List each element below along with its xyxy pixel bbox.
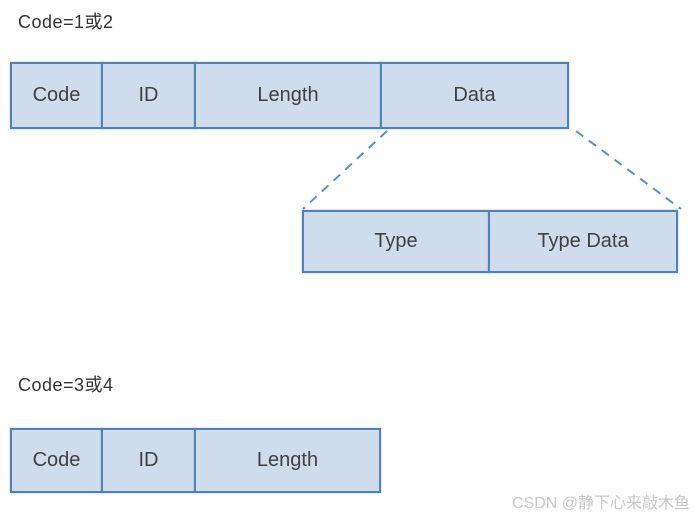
packet-row-code12: Code ID Length Data [10, 62, 569, 129]
cell-length-2: Length [194, 428, 381, 493]
section2-caption: Code=3或4 [18, 375, 114, 395]
packet-row-code34: Code ID Length [10, 428, 381, 493]
cell-code-2: Code [10, 428, 103, 493]
cell-code: Code [10, 62, 103, 129]
cell-id-2: ID [101, 428, 196, 493]
watermark: CSDN @静下心来敲木鱼 [511, 495, 690, 512]
section1-caption: Code=1或2 [18, 12, 114, 32]
expansion-dashed-line-right [575, 130, 682, 210]
cell-id: ID [101, 62, 196, 129]
expansion-dashed-line-left [302, 130, 388, 210]
cell-data: Data [380, 62, 569, 129]
cell-type: Type [302, 210, 490, 273]
cell-type-data: Type Data [488, 210, 678, 273]
packet-row-data-expanded: Type Type Data [302, 210, 678, 273]
cell-length: Length [194, 62, 382, 129]
